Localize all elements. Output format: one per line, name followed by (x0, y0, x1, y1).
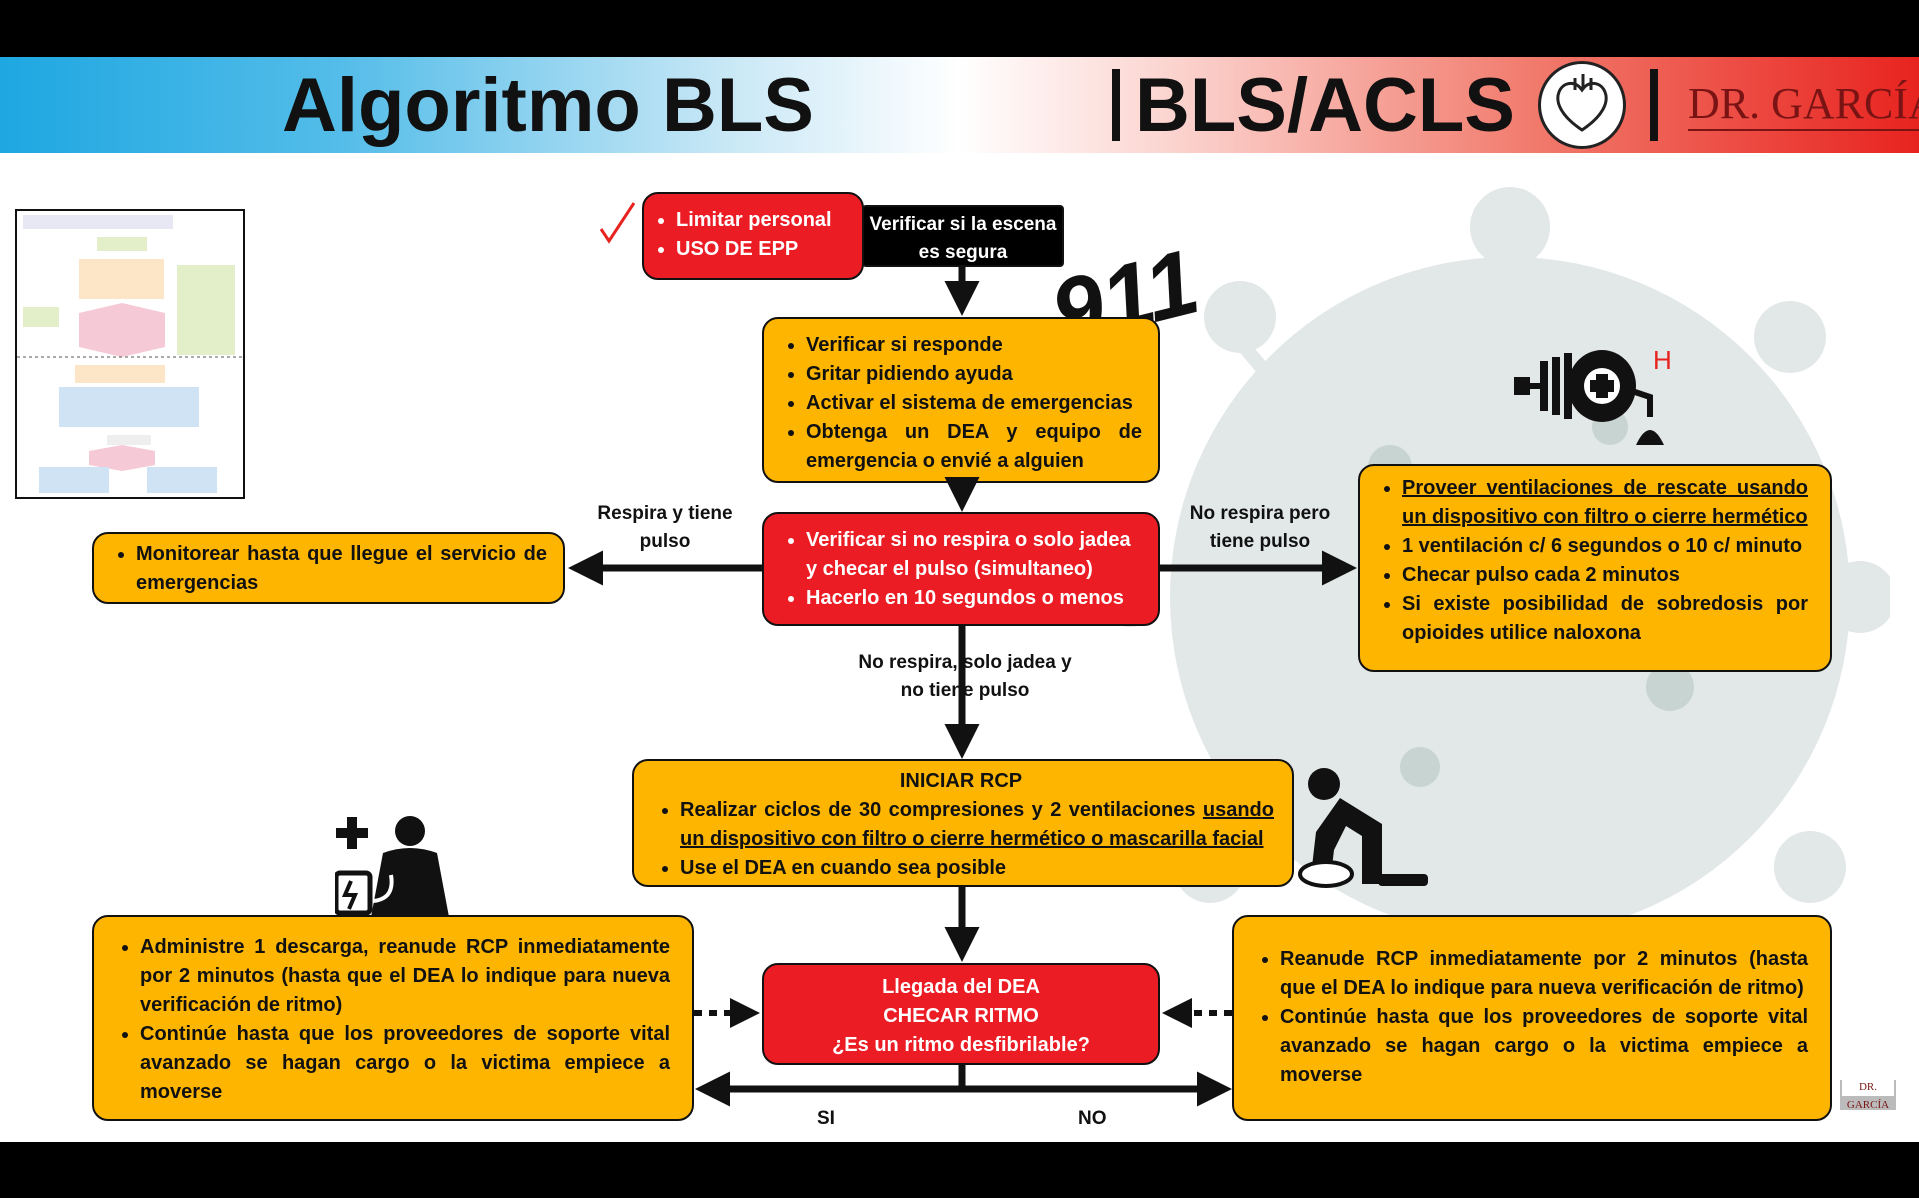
scene-item: Limitar personal (676, 206, 862, 235)
check-item: Hacerlo en 10 segundos o menos (806, 584, 1144, 613)
label-yes: SI (817, 1108, 835, 1129)
cpr-person-icon (1298, 768, 1428, 888)
monitor-box: Monitorear hasta que llegue el servicio … (92, 532, 565, 604)
bag-valve-mask-icon: H (1514, 347, 1672, 445)
course-title: BLS/ACLS (1135, 63, 1515, 148)
label-no-breath-pulse: No respira pero tiene pulso (1189, 503, 1331, 552)
cpr-box: INICIAR RCP Realizar ciclos de 30 compre… (632, 759, 1294, 887)
non-shockable-item: Continúe hasta que los proveedores de so… (1280, 1003, 1808, 1090)
checkmark-icon (599, 202, 636, 244)
non-shockable-box: Reanude RCP inmediatamente por 2 minutos… (1232, 915, 1832, 1121)
check-item: Verificar si no respira o solo jadea y c… (806, 526, 1144, 584)
slide: Algoritmo BLS BLS/ACLS DR. GARCÍA (0, 57, 1919, 1142)
cpr-item: Realizar ciclos de 30 compresiones y 2 v… (680, 796, 1274, 854)
rescue-item: Si existe posibilidad de sobredosis por … (1402, 590, 1808, 648)
rescue-item: Checar pulso cada 2 minutos (1402, 561, 1808, 590)
cpr-title: INICIAR RCP (899, 770, 1023, 792)
cpr-item: Use el DEA en cuando sea posible (680, 854, 1274, 883)
aed-rhythm-box: Llegada del DEA CHECAR RITMO ¿Es un ritm… (762, 963, 1160, 1065)
heart-icon (1538, 61, 1626, 149)
rescue-breaths-box: Proveer ventilaciones de rescate usando … (1358, 464, 1832, 672)
aed-line: Llegada del DEA (882, 976, 1040, 998)
brand-logo: DR. GARCÍA (1688, 79, 1919, 131)
title-divider (1112, 69, 1120, 141)
brand-divider (1650, 69, 1658, 141)
header-banner: Algoritmo BLS BLS/ACLS DR. GARCÍA (0, 57, 1919, 153)
rescue-item: 1 ventilación c/ 6 segundos o 10 c/ minu… (1402, 532, 1808, 561)
initial-action-item: Gritar pidiendo ayuda (806, 360, 1142, 389)
cpr-item-underlined: usando un dispositivo con filtro o cierr… (680, 799, 1274, 850)
cpr-item-text: Realizar ciclos de 30 compresiones y 2 v… (680, 799, 1196, 821)
rescue-item: Proveer ventilaciones de rescate usando … (1402, 474, 1808, 532)
reference-algorithm-thumbnail (15, 209, 245, 499)
corner-watermark-logo: DR. GARCÍA (1842, 1078, 1894, 1111)
aed-line: ¿Es un ritmo desfibrilable? (832, 1034, 1090, 1056)
verify-scene-box: Verificar si la escena es segura (862, 205, 1064, 267)
shockable-box: Administre 1 descarga, reanude RCP inmed… (92, 915, 694, 1121)
check-breathing-box: Verificar si no respira o solo jadea y c… (762, 512, 1160, 626)
scene-item: USO DE EPP (676, 235, 862, 264)
shockable-item: Administre 1 descarga, reanude RCP inmed… (140, 933, 670, 1020)
non-shockable-item: Reanude RCP inmediatamente por 2 minutos… (1280, 945, 1808, 1003)
initial-action-item: Obtenga un DEA y equipo de emergencia o … (806, 418, 1142, 476)
slide-title: Algoritmo BLS (282, 63, 814, 148)
initial-actions-box: Verificar si responde Gritar pidiendo ay… (762, 317, 1160, 483)
initial-action-item: Verificar si responde (806, 331, 1142, 360)
label-no: NO (1078, 1108, 1107, 1129)
monitor-item: Monitorear hasta que llegue el servicio … (136, 540, 547, 598)
flow-connectors (568, 267, 1357, 1107)
label-breathes-pulse: Respira y tiene pulso (597, 503, 733, 552)
medic-defibrillator-icon (335, 816, 449, 917)
aed-line: CHECAR RITMO (883, 1005, 1039, 1027)
initial-action-item: Activar el sistema de emergencias (806, 389, 1142, 418)
svg-text:H: H (1653, 347, 1672, 375)
shockable-item: Continúe hasta que los proveedores de so… (140, 1020, 670, 1107)
